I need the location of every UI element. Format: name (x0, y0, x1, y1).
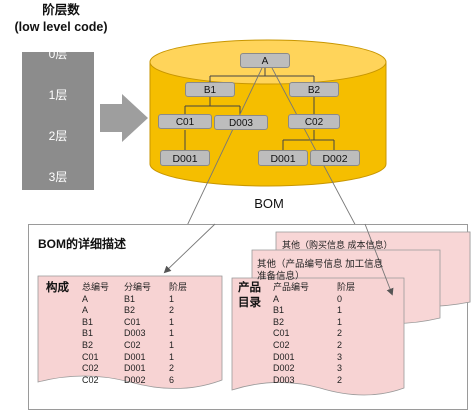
catalog-cell: 3 (337, 363, 343, 374)
composition-cell: C01 (124, 316, 141, 327)
description-title: BOM的详细描述 (38, 237, 126, 251)
callout-arrow-composition (163, 223, 216, 274)
level-label-2: 2层 (48, 129, 68, 143)
composition-cell: A (82, 305, 89, 316)
composition-header: 分编号 (124, 282, 152, 292)
node-a: A (240, 53, 290, 68)
catalog-cell: A (273, 293, 280, 304)
catalog-heading-line2: 目录 (238, 297, 261, 309)
composition-heading: 构成 (46, 282, 69, 294)
bom-label: BOM (254, 196, 284, 211)
node-c01: C01 (158, 114, 212, 129)
catalog-header: 阶层 (337, 282, 356, 292)
tree-connectors (184, 68, 335, 150)
composition-cell: B2 (124, 305, 136, 316)
doc-other-product-text-line1: 其他（产品编号信息 加工信息 (257, 259, 384, 270)
level-title-line2: (low level code) (14, 20, 108, 34)
composition-cell: 1 (169, 316, 175, 327)
catalog-cell: B2 (273, 316, 285, 327)
catalog-cell: 2 (337, 340, 343, 350)
node-b1: B1 (185, 82, 235, 97)
catalog-heading-line1: 产品 (238, 282, 261, 294)
composition-cell: 2 (169, 305, 175, 316)
node-d002: D002 (310, 150, 360, 166)
composition-cell: 6 (169, 374, 175, 385)
catalog-cell: 0 (337, 293, 343, 304)
composition-cell: C02 (82, 374, 99, 385)
composition-cell: B2 (82, 340, 94, 350)
composition-cell: 1 (169, 328, 175, 339)
composition-cell: 1 (169, 351, 175, 362)
composition-cell: 1 (169, 340, 175, 350)
composition-cell: 1 (169, 293, 175, 304)
node-d003: D003 (214, 115, 268, 130)
composition-cell: D001 (124, 363, 146, 374)
catalog-cell: 1 (337, 305, 343, 316)
level-column-title: 阶层数 (low level code) (6, 2, 116, 36)
composition-cell: C02 (124, 340, 141, 350)
level-label-3: 3层 (48, 170, 68, 184)
catalog-cell: 3 (337, 351, 343, 362)
doc-other-product-text-line2: 准备信息） (257, 271, 305, 282)
catalog-cell: 2 (337, 374, 343, 385)
composition-cell: D002 (124, 374, 146, 385)
doc-catalog-shape (231, 277, 405, 396)
catalog-cell: D003 (273, 374, 295, 385)
node-b2: B2 (289, 82, 339, 97)
node-c02: C02 (288, 114, 340, 129)
level-label-1: 1层 (48, 88, 68, 102)
doc-composition-shape (37, 275, 223, 389)
big-arrow-icon (100, 94, 148, 142)
callout-arrow-catalog (364, 223, 394, 296)
node-d001-right: D001 (258, 150, 308, 166)
composition-header: 阶层 (169, 282, 188, 292)
catalog-cell: D001 (273, 351, 295, 362)
catalog-cell: C01 (273, 328, 290, 339)
level-label-0: 0层 (48, 47, 68, 61)
composition-cell: C02 (82, 363, 99, 374)
composition-cell: A (82, 293, 89, 304)
level-title-line1: 阶层数 (42, 3, 80, 17)
catalog-cell: B1 (273, 305, 285, 316)
composition-cell: B1 (82, 316, 94, 327)
composition-header: 总编号 (82, 282, 110, 292)
catalog-header: 产品编号 (273, 282, 310, 292)
composition-cell: D001 (124, 351, 146, 362)
catalog-cell: C02 (273, 340, 290, 350)
composition-cell: C01 (82, 351, 99, 362)
catalog-cell: 1 (337, 316, 343, 327)
catalog-cell: D002 (273, 363, 295, 374)
node-d001-left: D001 (160, 150, 210, 166)
composition-cell: D003 (124, 328, 146, 339)
composition-cell: B1 (82, 328, 94, 339)
catalog-cell: 2 (337, 328, 343, 339)
composition-cell: 2 (169, 363, 175, 374)
doc-other-purchase-text: 其他（购买信息 成本信息） (282, 240, 393, 250)
composition-cell: B1 (124, 293, 136, 304)
level-bar (22, 52, 94, 190)
